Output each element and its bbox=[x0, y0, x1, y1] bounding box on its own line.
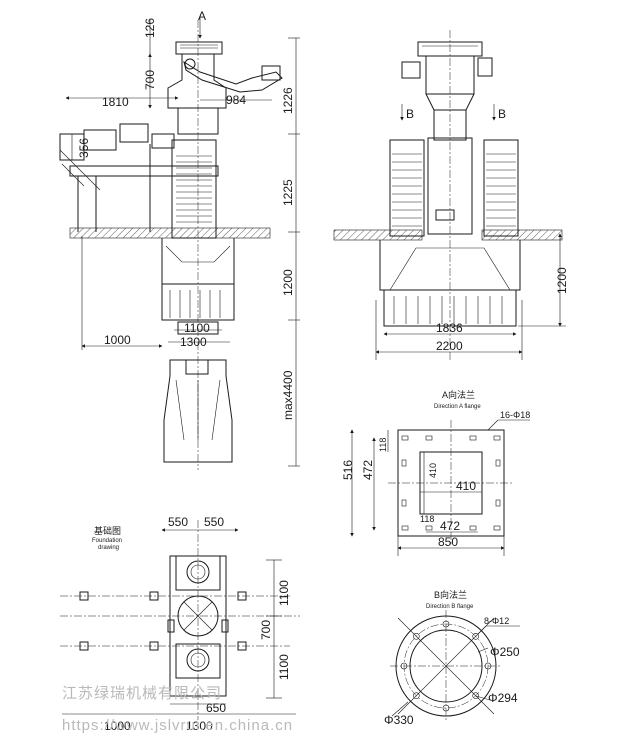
lower-chamber bbox=[161, 283, 235, 321]
dim-phi330: Φ330 bbox=[384, 713, 414, 727]
dim-550-left: 550 bbox=[168, 515, 188, 529]
extension-bag bbox=[163, 359, 233, 463]
dim-1200-front: 1200 bbox=[555, 267, 569, 294]
front-coils bbox=[392, 153, 516, 227]
outlet bbox=[177, 321, 219, 335]
dim-2200: 2200 bbox=[436, 339, 463, 353]
dim-356: 356 bbox=[77, 138, 91, 158]
dim-1000-foundation: 1000 bbox=[104, 719, 131, 733]
gearbox bbox=[83, 129, 117, 151]
motor-top bbox=[119, 123, 149, 143]
dim-650: 650 bbox=[206, 701, 226, 715]
flange-b-title-en: Direction B flange bbox=[426, 604, 474, 610]
dim-1200-side: 1200 bbox=[281, 269, 295, 296]
front-center-column bbox=[427, 137, 473, 235]
arrow-b-left: B bbox=[406, 107, 414, 121]
platform bbox=[69, 165, 219, 177]
coil-stack bbox=[176, 155, 212, 223]
dim-118-bottom: 118 bbox=[420, 514, 434, 524]
foundation-title-en2: drawing bbox=[98, 545, 119, 551]
dim-550-right: 550 bbox=[204, 515, 224, 529]
front-motor-right bbox=[477, 57, 493, 77]
floor-slab-left bbox=[333, 229, 423, 241]
flange-a-view bbox=[350, 419, 530, 556]
foundation-title-cn: 基础图 bbox=[94, 525, 121, 536]
dim-1836: 1836 bbox=[436, 321, 463, 335]
dim-410-v: 410 bbox=[428, 463, 438, 478]
dim-1100-top: 1100 bbox=[277, 580, 291, 606]
front-lower-chamber bbox=[383, 289, 517, 327]
dim-1226: 1226 bbox=[281, 87, 295, 114]
side-view bbox=[59, 16, 300, 470]
top-flange bbox=[175, 41, 223, 55]
foundation-view bbox=[60, 520, 300, 720]
coupling bbox=[151, 133, 175, 149]
actuator-motor bbox=[261, 65, 281, 81]
neck bbox=[177, 107, 219, 135]
dim-472-h: 472 bbox=[440, 519, 460, 533]
dim-700-foundation: 700 bbox=[259, 620, 273, 640]
dim-984: 984 bbox=[226, 93, 246, 107]
dim-1100-bottom: 1100 bbox=[277, 654, 291, 680]
arrow-a-label: A bbox=[198, 9, 206, 23]
front-box bbox=[435, 209, 455, 221]
pivot bbox=[184, 58, 196, 70]
front-column-right bbox=[483, 139, 519, 237]
dim-max4400: max4400 bbox=[281, 370, 295, 420]
dim-1000-side: 1000 bbox=[104, 333, 131, 347]
flange-b-holes-label: 8-Φ12 bbox=[484, 616, 509, 626]
dim-850: 850 bbox=[438, 535, 458, 549]
dim-700: 700 bbox=[143, 70, 157, 90]
dim-phi250: Φ250 bbox=[490, 645, 520, 659]
actuator-arm bbox=[183, 60, 283, 93]
front-motor-left bbox=[401, 61, 421, 79]
flange-b-title-cn: B向法兰 bbox=[434, 589, 467, 600]
valve bbox=[185, 359, 209, 375]
dim-516: 516 bbox=[341, 460, 355, 480]
dim-118-top: 118 bbox=[378, 438, 388, 452]
flange-a-holes bbox=[401, 435, 501, 531]
flange-a-title-cn: A向法兰 bbox=[442, 389, 475, 400]
foundation-title-en1: Foundation bbox=[92, 538, 122, 544]
floor-slab-side bbox=[69, 227, 271, 239]
dim-1100-side: 1100 bbox=[184, 321, 210, 335]
arrow-b-right: B bbox=[498, 107, 506, 121]
flange-a-title-en: Direction A flange bbox=[434, 404, 481, 410]
dim-1225: 1225 bbox=[281, 179, 295, 206]
vibrator-column bbox=[171, 139, 217, 239]
dim-1300-side: 1300 bbox=[180, 335, 207, 349]
flange-a-holes-label: 16-Φ18 bbox=[500, 410, 530, 420]
watermark-line2: https://www.jslvrui.en.china.cn bbox=[62, 717, 293, 734]
dim-472-v: 472 bbox=[361, 460, 375, 480]
watermark-line1: 江苏绿瑞机械有限公司 bbox=[62, 685, 222, 702]
front-view bbox=[333, 30, 566, 360]
dim-phi294: Φ294 bbox=[488, 691, 518, 705]
floor-slab-right bbox=[481, 229, 563, 241]
dim-126: 126 bbox=[143, 18, 157, 38]
dim-1810: 1810 bbox=[102, 95, 129, 109]
flange-b-view bbox=[390, 610, 520, 722]
front-column-left bbox=[389, 139, 425, 237]
dim-1300-foundation: 1300 bbox=[186, 719, 213, 733]
dim-410-h: 410 bbox=[456, 479, 476, 493]
